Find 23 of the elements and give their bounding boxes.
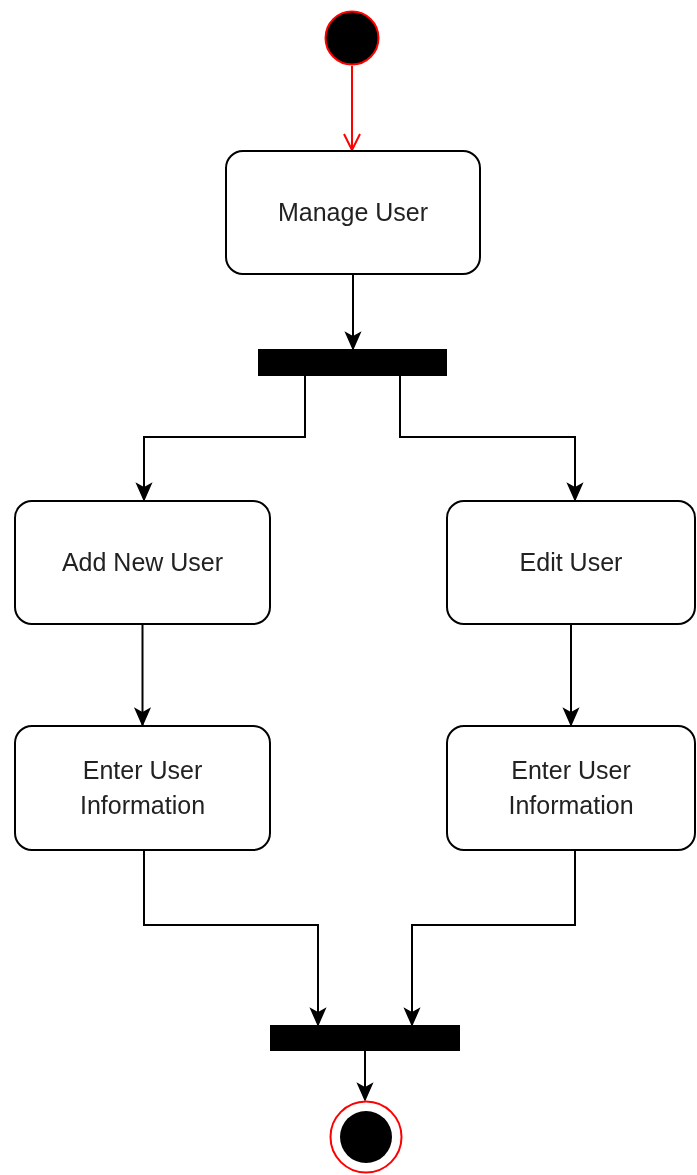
arrow [404,850,576,1026]
final-node [329,1100,403,1174]
arrow [143,850,326,1026]
arrow [136,375,306,501]
arrow [357,1050,373,1101]
action-box [14,725,271,851]
action-label: Enter User Information [507,755,635,821]
arrow [343,65,361,151]
initial-node [324,10,380,66]
action-label: Edit User [519,547,623,578]
action-box [446,500,696,625]
sync-bar [270,1025,460,1051]
action-box [225,150,481,275]
arrow [345,274,361,350]
action-label: Manage User [277,197,429,228]
action-box [14,500,271,625]
arrow [399,375,583,501]
action-label: Enter User Information [78,755,207,821]
action-label: Add New User [61,547,224,578]
sync-bar [258,349,447,376]
action-box [446,725,696,851]
arrow [134,624,151,726]
arrow [563,624,579,726]
